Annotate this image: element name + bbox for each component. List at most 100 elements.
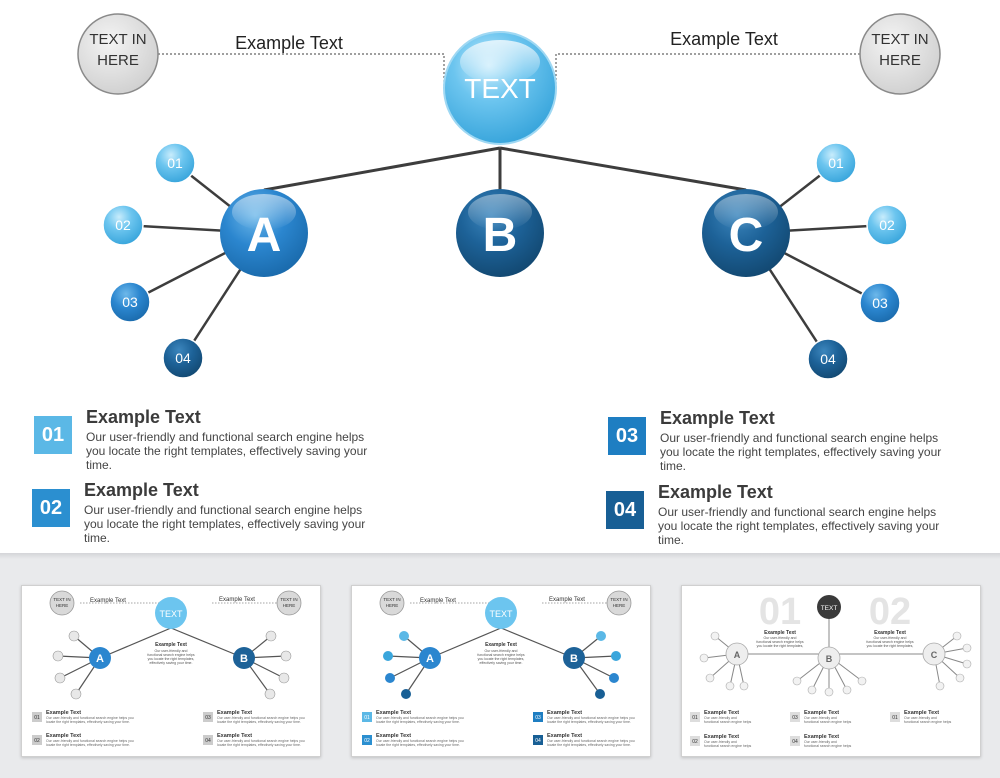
thumbnail-slide-1[interactable]: TEXT IN HERE TEXT IN HERE Example Text E… [21, 585, 321, 757]
main-slide: TEXT IN HERE TEXT IN HERE Example Text E… [0, 0, 1000, 555]
svg-text:Our user-friendly and function: Our user-friendly and functional search … [217, 739, 305, 743]
svg-text:TEXT IN: TEXT IN [610, 597, 627, 602]
node-a-02: 02 [102, 204, 144, 246]
svg-text:Our user-friendly and function: Our user-friendly and functional search … [547, 739, 635, 743]
svg-text:functional search engine helps: functional search engine helps [804, 720, 852, 724]
header-text-right: Example Text [670, 29, 778, 49]
node-c-03: 03 [859, 282, 901, 324]
svg-text:locate the right templates, ef: locate the right templates, effectively … [46, 720, 130, 724]
legend-title: Example Text [84, 480, 199, 500]
svg-text:effectively saving your time.: effectively saving your time. [480, 661, 523, 665]
svg-text:04: 04 [175, 350, 191, 366]
thumbnail-slide-3[interactable]: 01 02 TEXT Example Text Our user-friendl… [681, 585, 981, 757]
svg-text:HERE: HERE [613, 603, 626, 608]
node-c-04: 04 [807, 338, 849, 380]
svg-text:you locate the right templates: you locate the right templates, [478, 657, 525, 661]
svg-text:03: 03 [792, 715, 798, 721]
svg-text:Our user-friendly and function: Our user-friendly and functional search … [217, 716, 305, 720]
svg-text:03: 03 [535, 715, 541, 721]
svg-text:TEXT IN: TEXT IN [89, 31, 146, 48]
svg-text:Our user-friendly and: Our user-friendly and [704, 740, 737, 744]
svg-text:Our user-friendly and: Our user-friendly and [704, 716, 737, 720]
svg-text:Example Text: Example Text [547, 710, 582, 716]
svg-text:02: 02 [364, 738, 370, 744]
svg-text:04: 04 [792, 739, 798, 745]
svg-text:functional search engine helps: functional search engine helps [704, 744, 752, 748]
svg-text:02: 02 [869, 591, 911, 633]
legend-badge: 01 [34, 416, 72, 454]
svg-text:Example Text: Example Text [485, 642, 517, 648]
svg-text:Example Text: Example Text [376, 733, 411, 739]
hierarchy-diagram: TEXT IN HERE TEXT IN HERE Example Text E… [77, 13, 941, 380]
legend-item-01: 01 Example Text Our user-friendly and fu… [34, 407, 394, 472]
svg-text:Example Text: Example Text [217, 710, 252, 716]
svg-text:B: B [826, 654, 833, 664]
svg-text:01: 01 [364, 715, 370, 721]
svg-text:Example Text: Example Text [704, 710, 739, 716]
svg-text:04: 04 [205, 738, 211, 744]
svg-text:locate the right templates, ef: locate the right templates, effectively … [46, 743, 130, 747]
svg-text:HERE: HERE [283, 603, 296, 608]
legend-desc: Our user-friendly and functional search … [86, 430, 368, 472]
svg-text:Our user-friendly and function: Our user-friendly and functional search … [547, 716, 635, 720]
center-node: TEXT [443, 31, 557, 145]
svg-text:Example Text: Example Text [46, 733, 81, 739]
node-a-04: 04 [162, 337, 204, 379]
center-node-label: TEXT [464, 73, 536, 104]
svg-text:Our user-friendly and: Our user-friendly and [804, 740, 837, 744]
svg-text:Our user-friendly and function: Our user-friendly and functional search … [376, 739, 464, 743]
svg-text:you locate the right templates: you locate the right templates, [148, 657, 195, 661]
svg-text:B: B [570, 653, 578, 665]
svg-text:04: 04 [820, 351, 836, 367]
svg-text:Example Text: Example Text [547, 733, 582, 739]
svg-text:functional search engine helps: functional search engine helps [866, 640, 914, 644]
left-dotted-connector [158, 53, 445, 88]
svg-text:locate the right templates, ef: locate the right templates, effectively … [217, 743, 301, 747]
svg-text:01: 01 [892, 715, 898, 721]
svg-text:TEXT: TEXT [159, 609, 183, 619]
corner-circle-right: TEXT IN HERE [859, 13, 941, 95]
svg-text:A: A [96, 653, 104, 665]
svg-text:HERE: HERE [386, 603, 399, 608]
svg-text:Example Text: Example Text [155, 642, 187, 648]
svg-text:Our user-friendly and function: Our user-friendly and functional search … [376, 716, 464, 720]
legend-item-04: 04 Example Text Our user-friendly and fu… [606, 482, 966, 547]
legend-desc: Our user-friendly and functional search … [660, 431, 942, 473]
svg-text:Our user-friendly and: Our user-friendly and [764, 636, 797, 640]
svg-text:01: 01 [759, 591, 801, 633]
svg-text:TEXT IN: TEXT IN [871, 31, 928, 48]
svg-text:Example Text: Example Text [549, 597, 585, 603]
svg-text:you locate the right templates: you locate the right templates, [757, 644, 804, 648]
svg-text:locate the right templates, ef: locate the right templates, effectively … [376, 743, 460, 747]
svg-text:03: 03 [122, 294, 138, 310]
node-a-03: 03 [109, 281, 151, 323]
svg-text:effectively saving your time.: effectively saving your time. [150, 661, 193, 665]
svg-text:A: A [734, 650, 741, 660]
svg-text:locate the right templates, ef: locate the right templates, effectively … [547, 720, 631, 724]
svg-text:HERE: HERE [97, 52, 139, 69]
hub-c: C [702, 189, 790, 277]
svg-text:02: 02 [34, 738, 40, 744]
header-text-left: Example Text [235, 33, 343, 53]
svg-text:C: C [931, 650, 938, 660]
svg-text:Our user-friendly and: Our user-friendly and [804, 716, 837, 720]
svg-text:Our user-friendly and: Our user-friendly and [904, 716, 937, 720]
svg-text:Example Text: Example Text [46, 710, 81, 716]
svg-text:Example Text: Example Text [217, 733, 252, 739]
svg-text:04: 04 [535, 738, 541, 744]
svg-text:you locate the right templates: you locate the right templates, [867, 644, 914, 648]
svg-text:HERE: HERE [879, 52, 921, 69]
node-c-01: 01 [815, 142, 857, 184]
svg-text:functional search engine helps: functional search engine helps [804, 744, 852, 748]
corner-circle-left: TEXT IN HERE [77, 13, 159, 95]
svg-text:01: 01 [167, 155, 183, 171]
svg-text:03: 03 [205, 715, 211, 721]
svg-text:Example Text: Example Text [219, 597, 255, 603]
svg-text:B: B [240, 653, 248, 665]
node-c-02: 02 [866, 204, 908, 246]
svg-text:functional search engine helps: functional search engine helps [704, 720, 752, 724]
thumbnail-slide-2[interactable]: TEXT IN HERE TEXT IN HERE Example Text E… [351, 585, 651, 757]
legend-title: Example Text [660, 408, 775, 428]
svg-text:HERE: HERE [56, 603, 69, 608]
svg-text:Our user-friendly and: Our user-friendly and [874, 636, 907, 640]
